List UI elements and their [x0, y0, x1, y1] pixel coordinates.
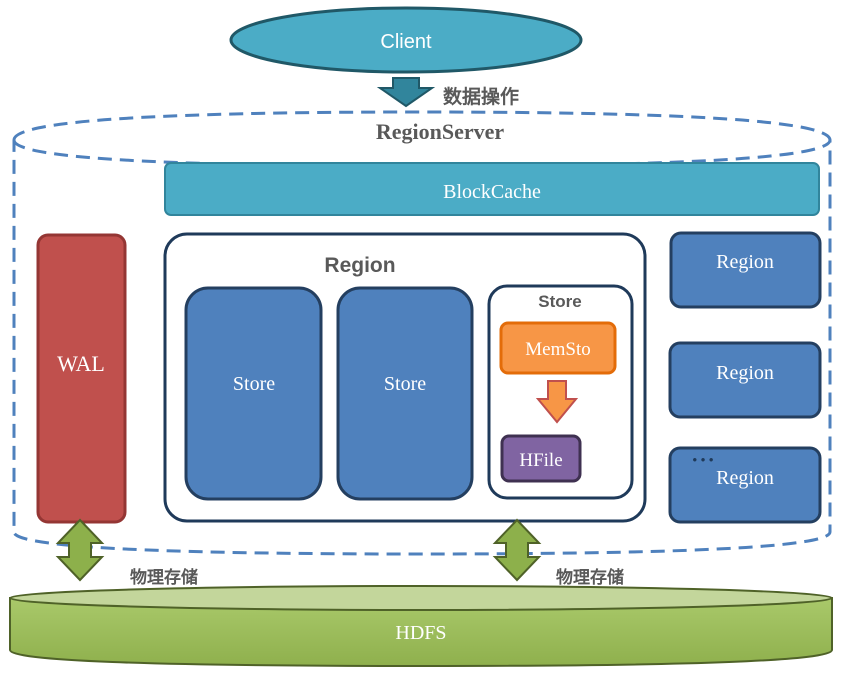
region-server-container	[12, 110, 832, 556]
hdfs-label: HDFS	[395, 622, 446, 644]
storage-label: 物理存储	[556, 567, 624, 587]
memstore-label: MemSto	[525, 339, 590, 360]
block-cache-label: BlockCache	[443, 181, 541, 203]
store-label: Store	[233, 373, 275, 395]
side-region-label: Region	[716, 467, 774, 489]
data-operation-arrow	[376, 77, 436, 108]
store-block: Store	[184, 286, 323, 501]
side-region: Region	[669, 231, 822, 309]
hfile-label: HFile	[519, 450, 562, 471]
side-region: Region	[668, 341, 822, 419]
data-operation-label: 数据操作	[443, 85, 519, 108]
storage-arrow-right	[492, 518, 542, 582]
client-label: Client	[380, 31, 432, 53]
side-region: • • • Region	[668, 446, 822, 524]
storage-label: 物理存储	[130, 567, 198, 587]
wal-block: WAL	[36, 233, 127, 524]
store-detail: Store MemSto HFile	[487, 284, 634, 500]
storage-arrow-left	[55, 518, 105, 582]
side-region-label: Region	[716, 362, 774, 384]
hfile-block: HFile	[500, 434, 582, 483]
hdfs-cylinder: HDFS	[9, 585, 833, 668]
store-block: Store	[336, 286, 474, 501]
region-server-label: RegionServer	[376, 119, 505, 144]
memstore-block: MemSto	[499, 321, 617, 375]
wal-label: WAL	[57, 351, 105, 376]
side-region-label: Region	[716, 251, 774, 273]
flush-arrow	[535, 380, 579, 424]
ellipsis-marker: • • •	[693, 452, 714, 467]
store-label: Store	[384, 373, 426, 395]
store-detail-label: Store	[538, 292, 581, 311]
client-node: Client	[229, 6, 583, 74]
region-main-label: Region	[324, 254, 395, 277]
block-cache: BlockCache	[164, 162, 820, 216]
